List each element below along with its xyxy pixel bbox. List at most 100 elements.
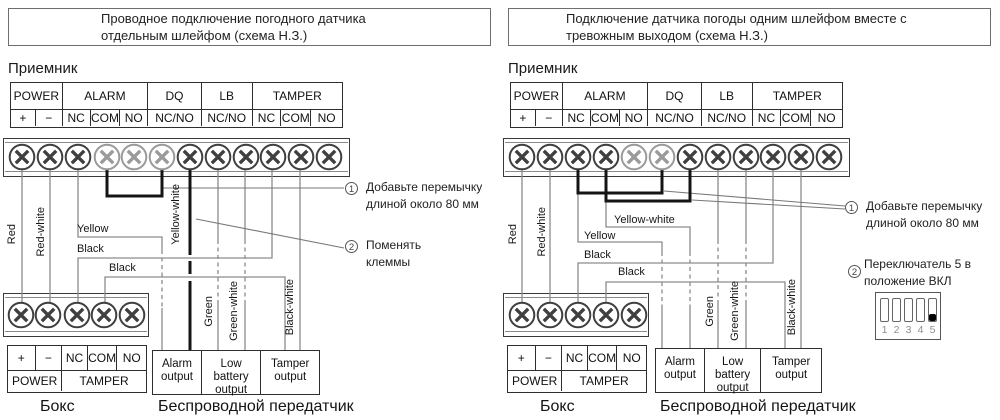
wire-label-red: Red <box>507 224 519 245</box>
terminal-no: NO <box>817 111 836 125</box>
right-jumper-wire-2 <box>604 164 692 203</box>
left-junction-box-table: + − NC COM NO POWER TAMPER <box>7 345 147 393</box>
left-dashed-wires <box>161 240 246 308</box>
box-group-power: POWER <box>508 371 563 391</box>
terminal-dq-ncno: NC/NO <box>648 110 702 126</box>
terminal-lb-ncno: NC/NO <box>202 110 253 126</box>
right-receiver-label: Приемник <box>508 60 578 77</box>
terminal-no: NO <box>620 110 649 126</box>
box-terminal-minus: − <box>535 346 563 371</box>
wire-label-black-2: Black <box>109 262 136 274</box>
dip-slot-2 <box>892 298 901 322</box>
wire-label-red-white: Red-white <box>35 207 47 257</box>
left-transmitter-caption: Беспроводной передатчик <box>158 398 354 415</box>
right-transmitter-caption: Беспроводной передатчик <box>660 398 856 415</box>
note-number-icon: 1 <box>345 182 358 195</box>
low-battery-output-box: Low battery output <box>703 348 762 394</box>
terminal-screws <box>7 143 843 329</box>
box-terminal-com: COM <box>587 346 618 371</box>
terminal-nc: NC <box>563 110 591 126</box>
receiver-group-lb: LB <box>701 83 753 110</box>
right-transmitter-outputs: Alarm output Low battery output Tamper o… <box>655 348 823 394</box>
wire-label-green: Green <box>203 296 215 327</box>
receiver-group-dq: DQ <box>148 83 202 110</box>
right-junction-box-table: + − NC COM NO POWER TAMPER <box>507 345 647 393</box>
left-thin-wires <box>21 166 301 350</box>
alarm-output-box: Alarm output <box>152 350 202 395</box>
box-terminal-no: NO <box>617 346 647 371</box>
tamper-output-box: Tamper output <box>260 350 321 395</box>
terminal-minus: − <box>36 110 63 126</box>
tamper-output-box: Tamper output <box>760 348 823 393</box>
right-title-box: Подключение датчика погоды одним шлейфом… <box>508 8 991 46</box>
left-title-line1: Проводное подключение погодного датчика <box>101 11 366 26</box>
terminal-no: NO <box>120 110 149 126</box>
left-transmitter-outputs: Alarm output Low battery output Tamper o… <box>152 350 321 396</box>
box-terminal-plus: + <box>8 346 36 371</box>
wire-label-black-white: Black-white <box>284 279 296 336</box>
box-group-tamper: TAMPER <box>579 374 629 388</box>
wire-label-green-white: Green-white <box>729 281 741 341</box>
left-title-box: Проводное подключение погодного датчика … <box>8 8 491 46</box>
terminal-nc: NC <box>63 110 91 126</box>
box-terminal-nc: NC <box>62 346 88 371</box>
terminal-nc: NC <box>753 110 782 126</box>
dip-slot-3 <box>904 298 913 322</box>
terminal-plus: + <box>511 110 536 126</box>
receiver-group-power: POWER <box>11 83 63 110</box>
wire-label-yellow-white: Yellow-white <box>170 184 182 245</box>
wire-label-yellow: Yellow <box>584 230 616 242</box>
dip-slot-1 <box>880 298 889 322</box>
note-number-icon: 2 <box>848 265 861 278</box>
left-receiver-label: Приемник <box>8 60 78 77</box>
alarm-output-box: Alarm output <box>655 348 705 393</box>
receiver-group-dq: DQ <box>648 83 702 110</box>
receiver-group-tamper: TAMPER <box>252 83 342 110</box>
box-group-power: POWER <box>8 371 63 391</box>
terminal-nc: NC <box>253 110 282 126</box>
left-note-leaders <box>163 187 345 249</box>
box-terminal-com: COM <box>87 346 118 371</box>
receiver-group-alarm: ALARM <box>562 83 649 110</box>
right-receiver-table: POWER ALARM DQ LB TAMPER + − NC COM NO N… <box>510 82 843 128</box>
wire-label-black-1: Black <box>584 249 611 261</box>
dip-switch: 1 2 3 4 5 <box>875 292 941 340</box>
terminal-minus: − <box>536 110 563 126</box>
dip-slot-4 <box>916 298 925 322</box>
right-title-line2: тревожным выходом (схема Н.З.) <box>566 27 768 43</box>
dip-slot-5 <box>928 298 937 322</box>
left-box-caption: Бокс <box>40 398 75 415</box>
box-terminal-minus: − <box>35 346 63 371</box>
terminal-plus: + <box>11 110 36 126</box>
wire-label-yellow-white: Yellow-white <box>614 214 675 226</box>
wire-label-yellow: Yellow <box>77 223 109 235</box>
right-box-caption: Бокс <box>540 398 575 415</box>
terminal-dq-ncno: NC/NO <box>148 110 202 126</box>
box-terminal-plus: + <box>508 346 536 371</box>
left-title-line2: отдельным шлейфом (схема Н.З.) <box>101 27 308 43</box>
wire-label-black-1: Black <box>77 243 104 255</box>
terminal-com: COM <box>281 110 312 126</box>
right-note-leaders <box>663 190 846 210</box>
wire-label-green: Green <box>704 296 716 327</box>
right-jumper-wire-1 <box>576 164 664 195</box>
wire-label-red-white: Red-white <box>536 207 548 257</box>
receiver-group-power: POWER <box>511 83 563 110</box>
right-title-line1: Подключение датчика погоды одним шлейфом… <box>566 11 907 26</box>
box-group-tamper: TAMPER <box>79 374 129 388</box>
note-number-icon: 1 <box>845 201 858 214</box>
terminal-com: COM <box>90 110 121 126</box>
wire-label-black-white: Black-white <box>786 279 798 336</box>
receiver-group-lb: LB <box>201 83 253 110</box>
receiver-group-tamper: TAMPER <box>752 83 842 110</box>
left-receiver-table: POWER ALARM DQ LB TAMPER + − NC COM NO N… <box>10 82 343 128</box>
wire-label-black-2: Black <box>618 266 645 278</box>
note-number-icon: 2 <box>345 240 358 253</box>
terminal-no: NO <box>317 111 336 125</box>
dip-slot-5-on-indicator <box>929 314 936 321</box>
terminal-com: COM <box>590 110 621 126</box>
box-terminal-no: NO <box>117 346 147 371</box>
left-jumper-wire <box>105 164 164 198</box>
